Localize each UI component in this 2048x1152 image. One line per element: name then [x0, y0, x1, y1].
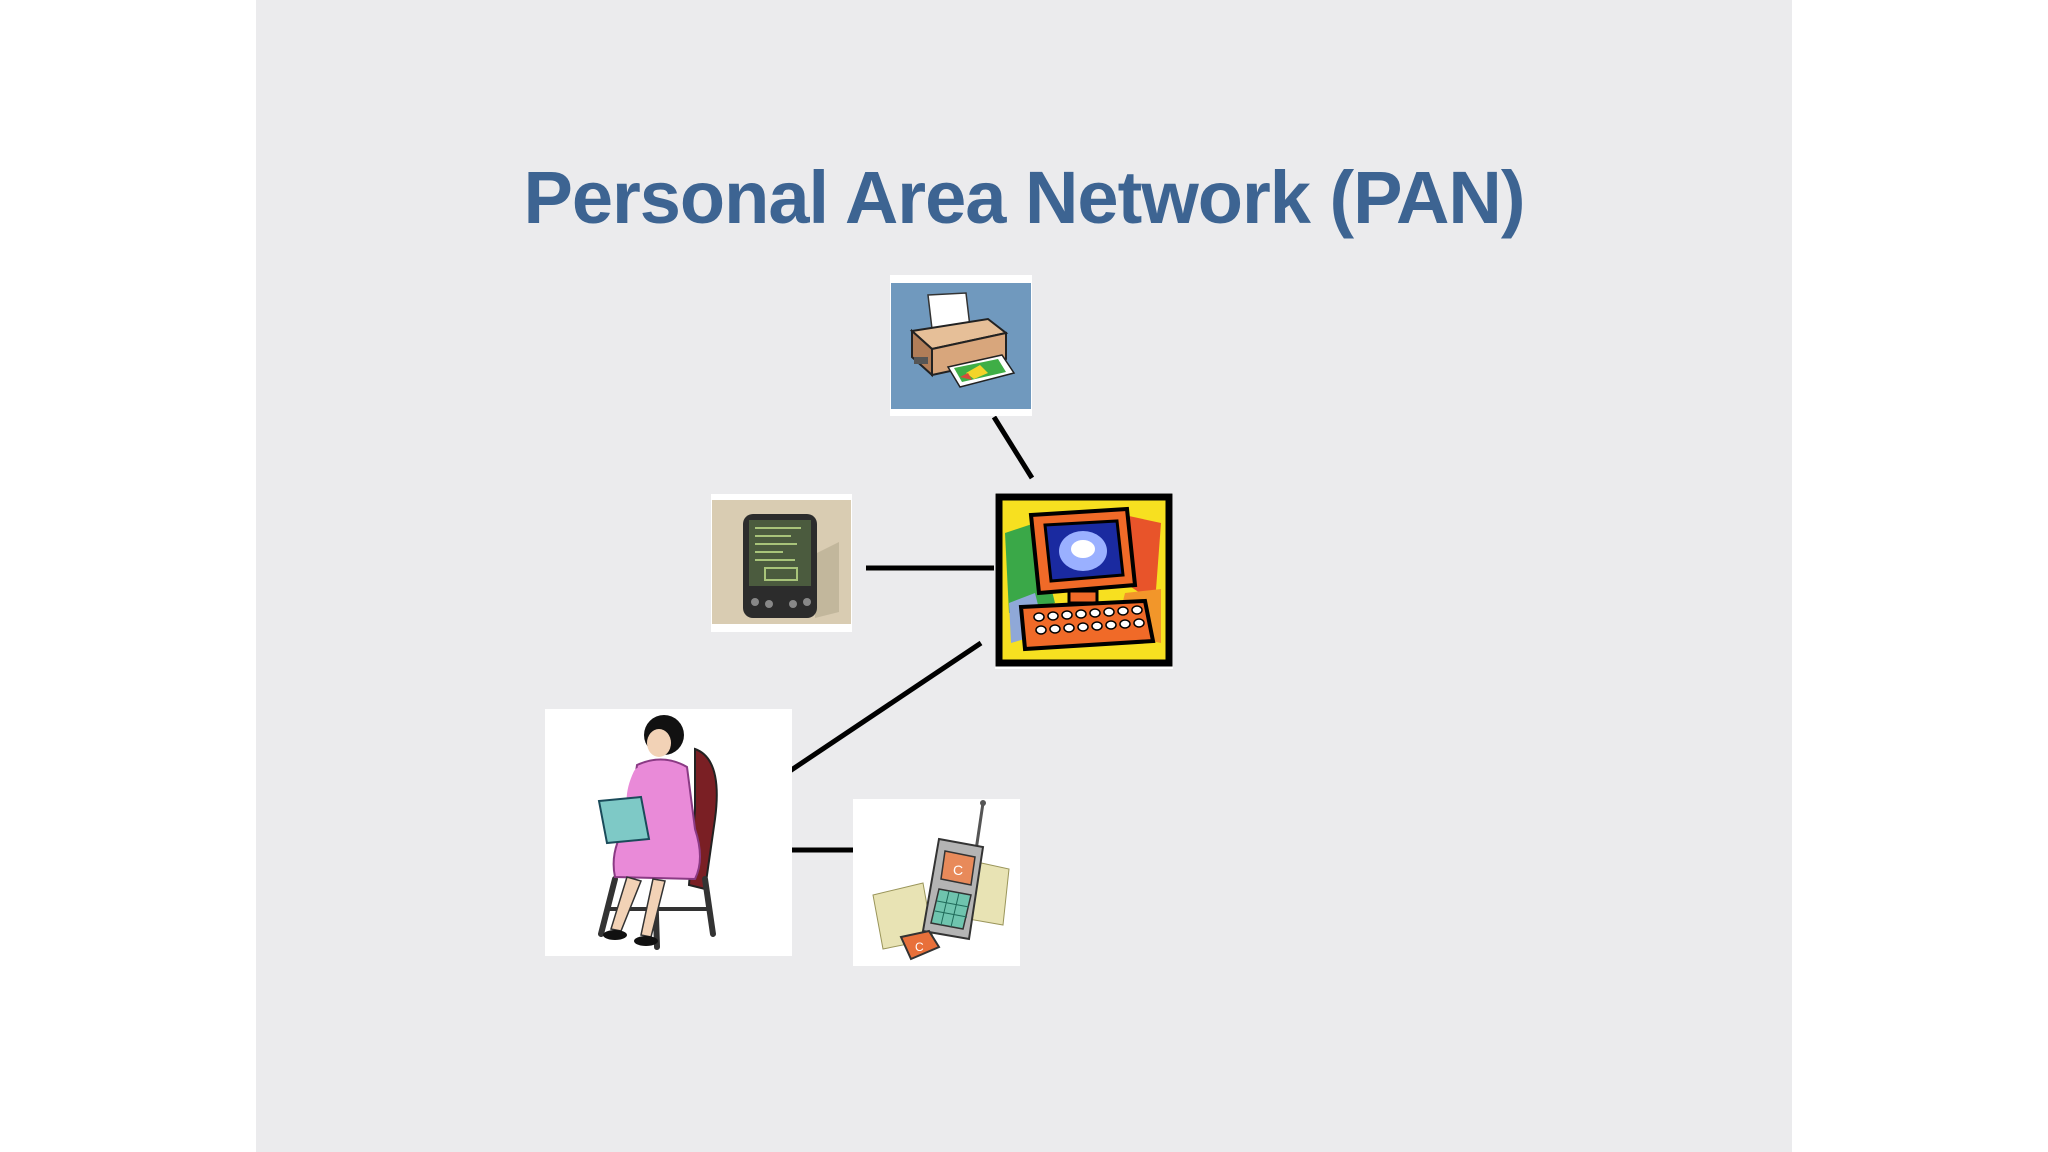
slide-title: Personal Area Network (PAN): [523, 156, 1525, 239]
mobile-phone-icon: C C: [853, 799, 1020, 966]
printer-icon: [890, 275, 1032, 416]
woman-with-laptop-icon: [545, 709, 792, 956]
computer-icon: [995, 493, 1173, 669]
slide: Personal Area Network (PAN): [256, 0, 1792, 1152]
pda-icon: [711, 494, 852, 632]
svg-text:C: C: [915, 940, 924, 954]
svg-text:C: C: [953, 862, 963, 878]
connector-printer-computer: [991, 415, 1035, 480]
